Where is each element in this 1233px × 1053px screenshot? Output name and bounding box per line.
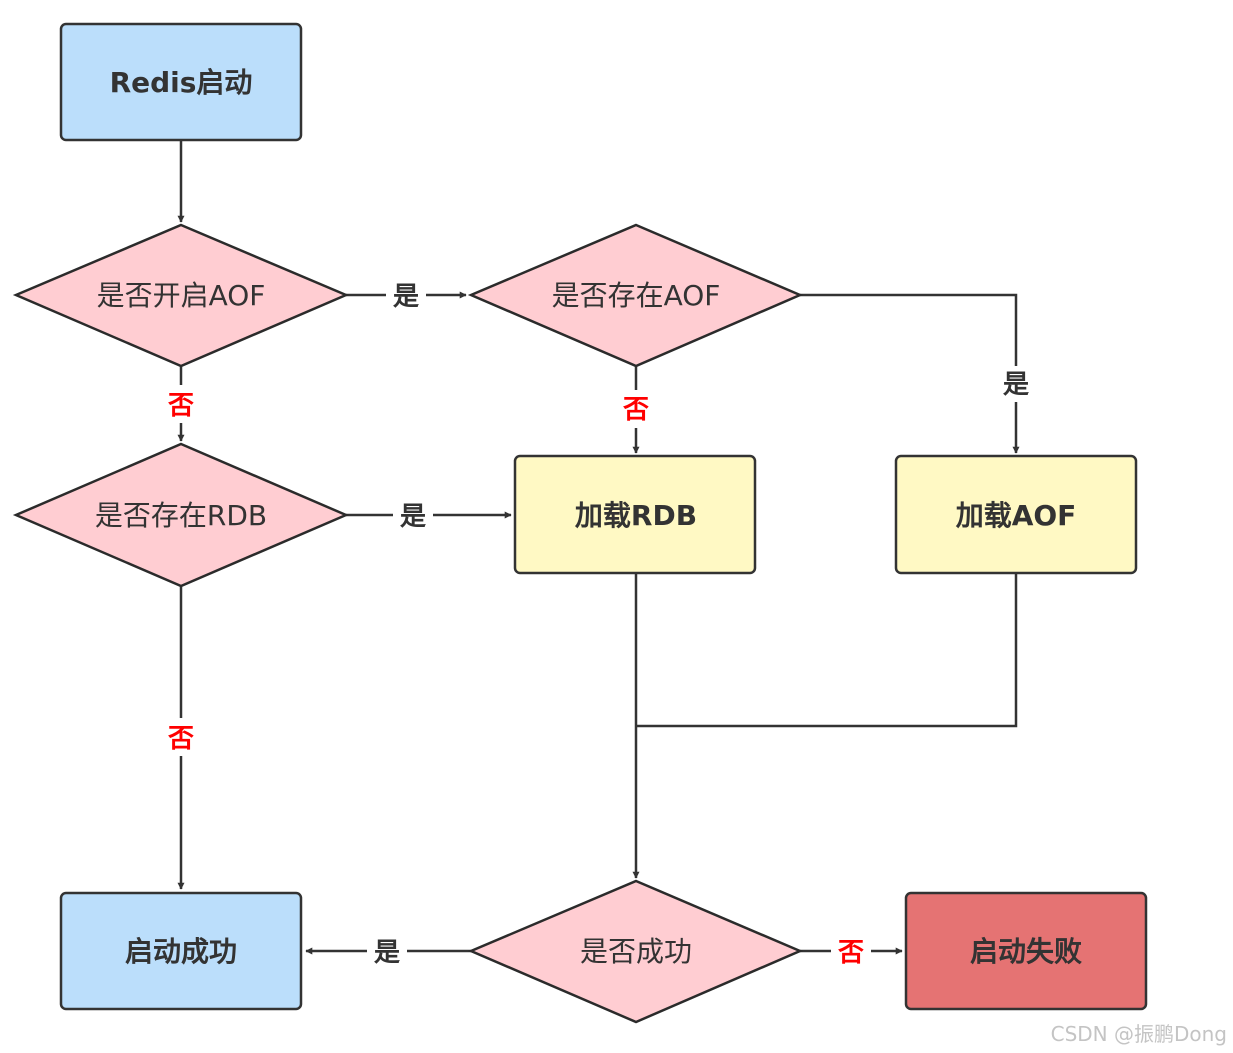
node-start-success-box — [59, 891, 303, 1011]
node-start-success: 启动成功 — [59, 891, 303, 1011]
node-is-success-label: 是否成功 — [580, 935, 692, 968]
node-aof-enabled-diamond — [12, 223, 350, 368]
node-load-aof: 加载AOF — [894, 454, 1138, 575]
node-aof-enabled-label: 是否开启AOF — [97, 279, 266, 312]
node-is-success: 是否成功 — [467, 879, 804, 1024]
label-no-is-success: 否 — [838, 938, 864, 968]
node-load-aof-label: 加载AOF — [956, 499, 1077, 532]
node-aof-exists-label: 是否存在AOF — [552, 279, 721, 312]
label-no-aof-exists: 否 — [623, 395, 649, 425]
node-aof-exists-diamond — [467, 223, 804, 368]
node-load-aof-box — [894, 454, 1138, 575]
csdn-watermark: CSDN @振鹏Dong — [1051, 1022, 1227, 1046]
node-is-success-diamond — [467, 879, 804, 1024]
node-rdb-exists: 是否存在RDB — [12, 442, 350, 588]
node-redis-start-box — [59, 22, 303, 142]
label-yes-rdb-exists: 是 — [400, 502, 426, 532]
label-no-rdb-exists: 否 — [168, 724, 194, 754]
node-redis-start: Redis启动 — [59, 22, 303, 142]
label-yes-aof-exists: 是 — [1003, 370, 1029, 400]
node-rdb-exists-label: 是否存在RDB — [95, 499, 267, 532]
label-yes-aof-enabled: 是 — [393, 282, 419, 312]
node-rdb-exists-diamond — [12, 442, 350, 588]
node-load-rdb: 加载RDB — [513, 454, 757, 575]
label-no-aof-enabled: 否 — [168, 391, 194, 421]
node-aof-exists: 是否存在AOF — [467, 223, 804, 368]
label-yes-is-success: 是 — [374, 938, 400, 968]
node-load-rdb-box — [513, 454, 757, 575]
edge-load-aof-to-merge — [636, 574, 1018, 728]
node-start-success-label: 启动成功 — [125, 935, 237, 968]
node-start-fail-box — [904, 891, 1148, 1011]
node-redis-start-label: Redis启动 — [110, 66, 253, 99]
edge-labels: 是 否 否 是 是 否 是 否 — [161, 278, 1036, 970]
node-start-fail: 启动失败 — [904, 891, 1148, 1011]
node-start-fail-label: 启动失败 — [970, 935, 1082, 968]
edge-aof-exists-to-load-aof — [800, 293, 1020, 454]
node-load-rdb-label: 加载RDB — [575, 499, 697, 532]
node-aof-enabled: 是否开启AOF — [12, 223, 350, 368]
